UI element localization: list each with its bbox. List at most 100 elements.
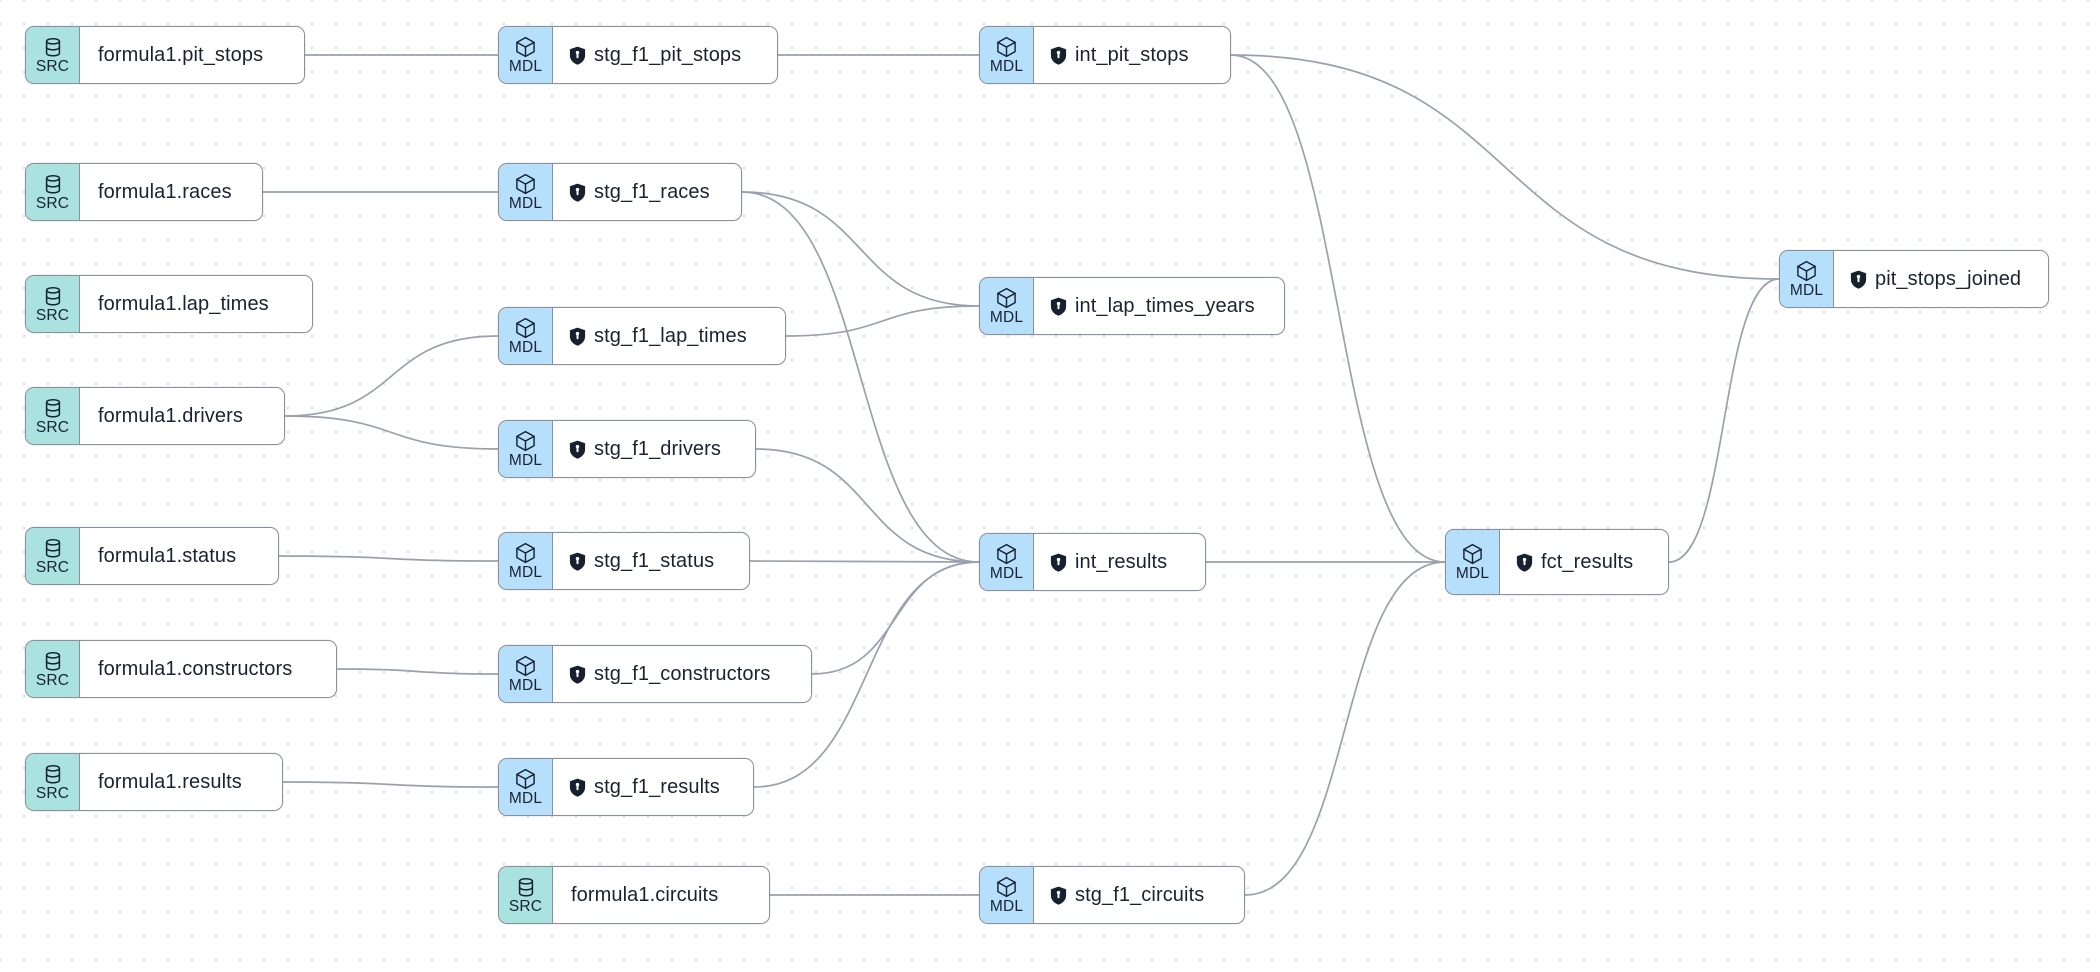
node-label: fct_results [1541, 551, 1634, 573]
badge-text: MDL [989, 58, 1024, 76]
node-type-badge-mdl: MDL [499, 646, 553, 702]
graph-node-pit_stops_joined[interactable]: MDL pit_stops_joined [1779, 250, 2049, 308]
graph-node-src_lap_times[interactable]: SRC formula1.lap_times [25, 275, 313, 333]
graph-node-stg_races[interactable]: MDL stg_f1_races [498, 163, 742, 221]
edge-src_status-to-stg_status [278, 555, 499, 562]
node-body: fct_results [1500, 530, 1668, 594]
shield-icon [1050, 553, 1067, 572]
node-label: formula1.pit_stops [98, 44, 264, 66]
graph-node-src_constructors[interactable]: SRC formula1.constructors [25, 640, 337, 698]
badge-text: MDL [1789, 282, 1824, 300]
badge-text: MDL [989, 565, 1024, 583]
badge-text: MDL [508, 564, 543, 582]
cube-icon [515, 768, 536, 790]
cube-icon [1462, 543, 1483, 565]
graph-node-stg_drivers[interactable]: MDL stg_f1_drivers [498, 420, 756, 478]
node-type-badge-mdl: MDL [1446, 530, 1500, 594]
cube-icon [515, 317, 536, 339]
graph-node-stg_status[interactable]: MDL stg_f1_status [498, 532, 750, 590]
graph-node-src_circuits[interactable]: SRC formula1.circuits [498, 866, 770, 924]
graph-node-src_pit_stops[interactable]: SRC formula1.pit_stops [25, 26, 305, 84]
graph-node-stg_lap_times[interactable]: MDL stg_f1_lap_times [498, 307, 786, 365]
shield-icon [569, 327, 586, 346]
node-label: stg_f1_races [594, 181, 710, 203]
edge-src_constructors-to-stg_constructors [336, 668, 499, 675]
graph-node-int_results[interactable]: MDL int_results [979, 533, 1206, 591]
node-type-badge-src: SRC [26, 754, 80, 810]
graph-node-src_races[interactable]: SRC formula1.races [25, 163, 263, 221]
node-type-badge-mdl: MDL [499, 759, 553, 815]
node-body: stg_f1_lap_times [553, 308, 785, 364]
edge-src_drivers-to-stg_lap_times [284, 335, 499, 417]
graph-node-int_pit_stops[interactable]: MDL int_pit_stops [979, 26, 1231, 84]
node-body: stg_f1_drivers [553, 421, 755, 477]
cube-icon [1796, 260, 1817, 282]
node-type-badge-mdl: MDL [1780, 251, 1834, 307]
shield-icon [569, 665, 586, 684]
cube-icon [996, 543, 1017, 565]
node-label: pit_stops_joined [1875, 268, 2022, 290]
node-body: formula1.status [80, 528, 278, 584]
node-label: int_results [1075, 551, 1168, 573]
cube-icon [996, 876, 1017, 898]
node-type-badge-src: SRC [26, 27, 80, 83]
edge-stg_drivers-to-int_results [755, 448, 980, 563]
badge-text: MDL [508, 790, 543, 808]
node-type-badge-mdl: MDL [499, 164, 553, 220]
badge-text: SRC [35, 57, 70, 75]
badge-text: SRC [508, 897, 543, 915]
badge-text: MDL [1455, 565, 1490, 583]
shield-icon [1050, 46, 1067, 65]
badge-text: SRC [35, 784, 70, 802]
node-body: formula1.constructors [80, 641, 336, 697]
node-label: formula1.races [98, 181, 232, 203]
badge-text: MDL [508, 339, 543, 357]
shield-icon [1850, 270, 1867, 289]
cube-icon [996, 36, 1017, 58]
shield-icon [569, 440, 586, 459]
node-body: stg_f1_constructors [553, 646, 811, 702]
node-type-badge-src: SRC [26, 528, 80, 584]
shield-icon [1050, 886, 1067, 905]
node-label: stg_f1_circuits [1075, 884, 1205, 906]
node-type-badge-src: SRC [26, 164, 80, 220]
edge-stg_races-to-int_results [741, 191, 980, 563]
node-label: stg_f1_status [594, 550, 715, 572]
badge-text: MDL [508, 452, 543, 470]
database-icon [43, 286, 63, 307]
node-type-badge-src: SRC [499, 867, 553, 923]
graph-node-fct_results[interactable]: MDL fct_results [1445, 529, 1669, 595]
node-label: stg_f1_lap_times [594, 325, 747, 347]
node-type-badge-src: SRC [26, 276, 80, 332]
cube-icon [515, 173, 536, 195]
node-label: formula1.drivers [98, 405, 243, 427]
badge-text: SRC [35, 306, 70, 324]
node-body: formula1.circuits [553, 867, 769, 923]
node-type-badge-mdl: MDL [499, 421, 553, 477]
node-type-badge-src: SRC [26, 641, 80, 697]
node-label: int_pit_stops [1075, 44, 1189, 66]
badge-text: SRC [35, 671, 70, 689]
database-icon [43, 174, 63, 195]
shield-icon [1050, 297, 1067, 316]
node-label: formula1.lap_times [98, 293, 269, 315]
shield-icon [1516, 553, 1533, 572]
badge-text: SRC [35, 194, 70, 212]
badge-text: MDL [989, 309, 1024, 327]
node-type-badge-mdl: MDL [499, 308, 553, 364]
cube-icon [515, 36, 536, 58]
badge-text: MDL [508, 195, 543, 213]
node-body: pit_stops_joined [1834, 251, 2048, 307]
node-type-badge-mdl: MDL [980, 534, 1034, 590]
edge-stg_constructors-to-int_results [811, 561, 980, 675]
